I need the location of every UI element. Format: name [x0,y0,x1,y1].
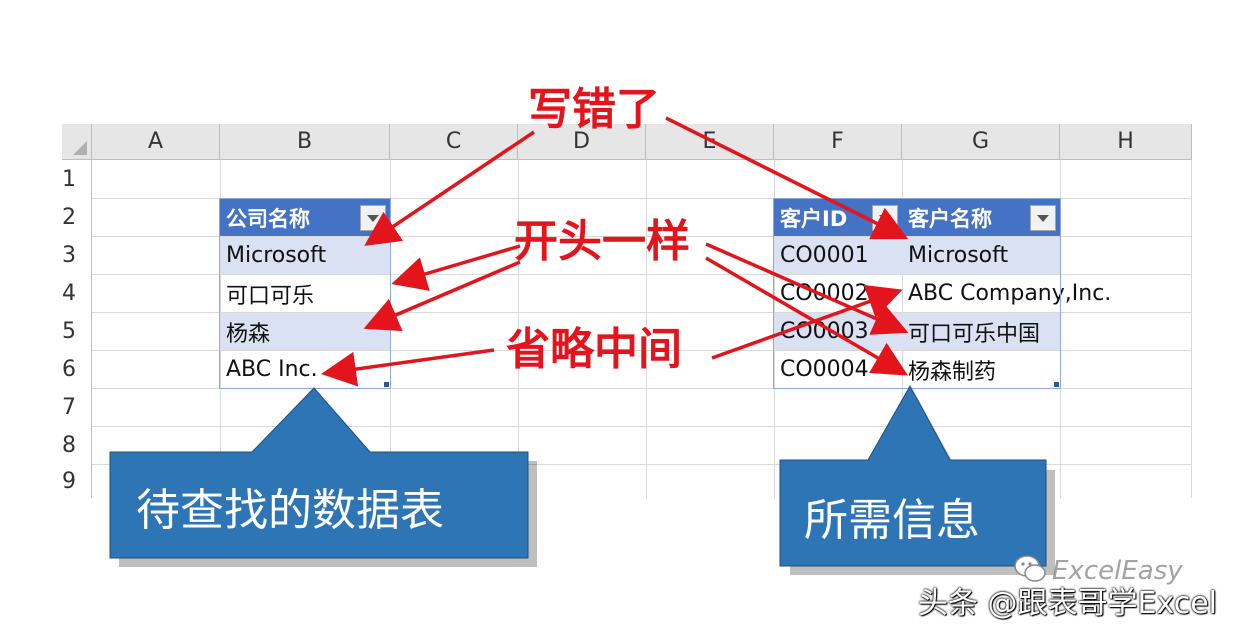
row-header-4[interactable]: 4 [62,274,92,312]
gridline [92,198,1192,199]
arrow-same-start-to-kekou-china [705,242,909,335]
arrow-omit-middle-to-abc-company [711,284,903,360]
watermark-brand: ExcelEasy [1052,556,1183,586]
row-header-7[interactable]: 7 [62,388,92,426]
wechat-icon [1014,554,1046,584]
right-table-id-cell[interactable]: CO0004 [780,357,869,382]
right-name-filter-dropdown-button[interactable] [1030,205,1056,231]
left-table-header-label: 公司名称 [226,206,310,231]
right-table-id-cell[interactable]: CO0002 [780,281,869,306]
row-header-6[interactable]: 6 [62,350,92,388]
gridline [1191,160,1192,498]
callout-needed-info-box [779,384,1047,567]
column-header-d[interactable]: D [518,124,646,160]
annotation-typo: 写错了 [528,84,660,135]
arrow-same-start-to-kekou [391,244,521,291]
right-table-name-cell[interactable]: 杨森制药 [908,359,997,385]
column-header-f[interactable]: F [774,124,902,160]
gridline [92,236,1192,237]
left-table-cell[interactable]: Microsoft [220,237,390,274]
left-table-cell[interactable]: ABC Inc. [226,357,318,382]
callout-lookup-table-box [109,387,529,559]
callout-needed-info-text: 所需信息 [804,495,980,546]
right-table-resize-handle[interactable] [1054,382,1059,387]
gridline [92,274,1192,275]
gridline [92,464,1192,465]
annotation-omit-middle: 省略中间 [506,324,682,375]
gridline [92,312,1192,313]
right-table-header-id-label: 客户ID [780,206,848,231]
row-header-1[interactable]: 1 [62,160,92,198]
column-header-h[interactable]: H [1060,124,1192,160]
callout-lookup-table-text: 待查找的数据表 [136,485,444,536]
row-header-2[interactable]: 2 [62,198,92,236]
row-header-8[interactable]: 8 [62,426,92,464]
arrow-same-start-to-yangsen-pharma [705,256,909,376]
arrow-typo-to-left-microsoft [364,130,535,246]
right-table-id-cell[interactable]: CO0001 [774,237,902,274]
right-table-name-cell[interactable]: 可口可乐中国 [902,313,1060,350]
watermark-source: 头条 @跟表哥学Excel [918,586,1218,621]
annotation-same-start: 开头一样 [514,216,690,267]
gridline [92,350,1192,351]
arrow-omit-middle-to-abc-inc [321,348,495,387]
right-table-header-name-label: 客户名称 [908,206,992,231]
gridline [92,426,1192,427]
column-header-a[interactable]: A [92,124,220,160]
row-header-3[interactable]: 3 [62,236,92,274]
gridline [646,160,647,498]
column-header-c[interactable]: C [390,124,518,160]
column-header-g[interactable]: G [902,124,1060,160]
row-header-5[interactable]: 5 [62,312,92,350]
right-table-name-cell[interactable]: Microsoft [902,237,1060,274]
gridline [92,388,1192,389]
column-header-b[interactable]: B [220,124,390,160]
select-all-button[interactable] [62,124,92,160]
left-table-cell[interactable]: 可口可乐 [226,283,315,309]
gridline [518,160,519,498]
arrow-typo-to-right-microsoft [665,116,909,240]
arrow-same-start-to-yangsen [363,260,521,332]
left-table-cell[interactable]: 杨森 [220,313,390,350]
left-table-resize-handle[interactable] [384,382,389,387]
row-header-9[interactable]: 9 [62,464,92,498]
